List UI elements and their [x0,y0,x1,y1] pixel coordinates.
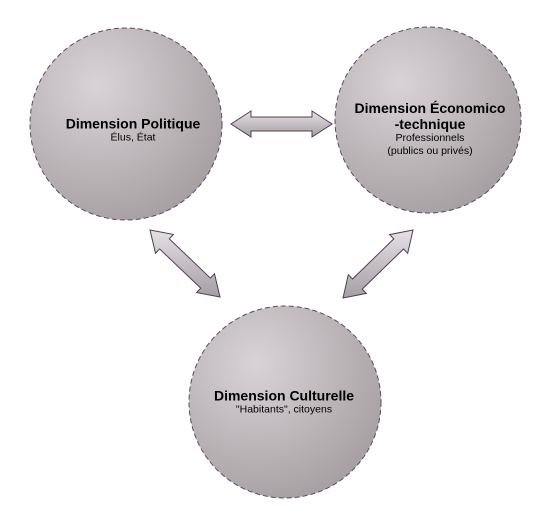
node-culturelle-subtitle: "Habitants", citoyens [235,403,333,416]
node-economique-title-line1: Dimension Économico [354,100,506,116]
circle-politique [29,27,223,221]
node-culturelle-label: Dimension Culturelle "Habitants", citoye… [214,388,354,417]
node-culturelle-title: Dimension Culturelle [213,387,355,404]
node-economique-title-line2: -technique [394,116,466,132]
circle-culturelle [188,305,382,499]
node-politique-subtitle: Élus, État [110,131,156,144]
node-economique-subtitle-line2: (publics ou privés) [387,145,473,157]
node-politique-label: Dimension Politique Élus, État [66,116,201,145]
circle-economique [334,26,522,214]
arrow-politique-economique [230,110,333,138]
node-economique-label: Dimension Économico -technique Professio… [355,100,506,158]
node-politique-title: Dimension Politique [65,115,201,132]
node-economique-subtitle-line1: Professionnels [395,132,465,144]
arrow-politique-culturelle [149,229,221,298]
arrow-economique-culturelle [342,229,414,299]
arrows-layer [149,110,414,299]
